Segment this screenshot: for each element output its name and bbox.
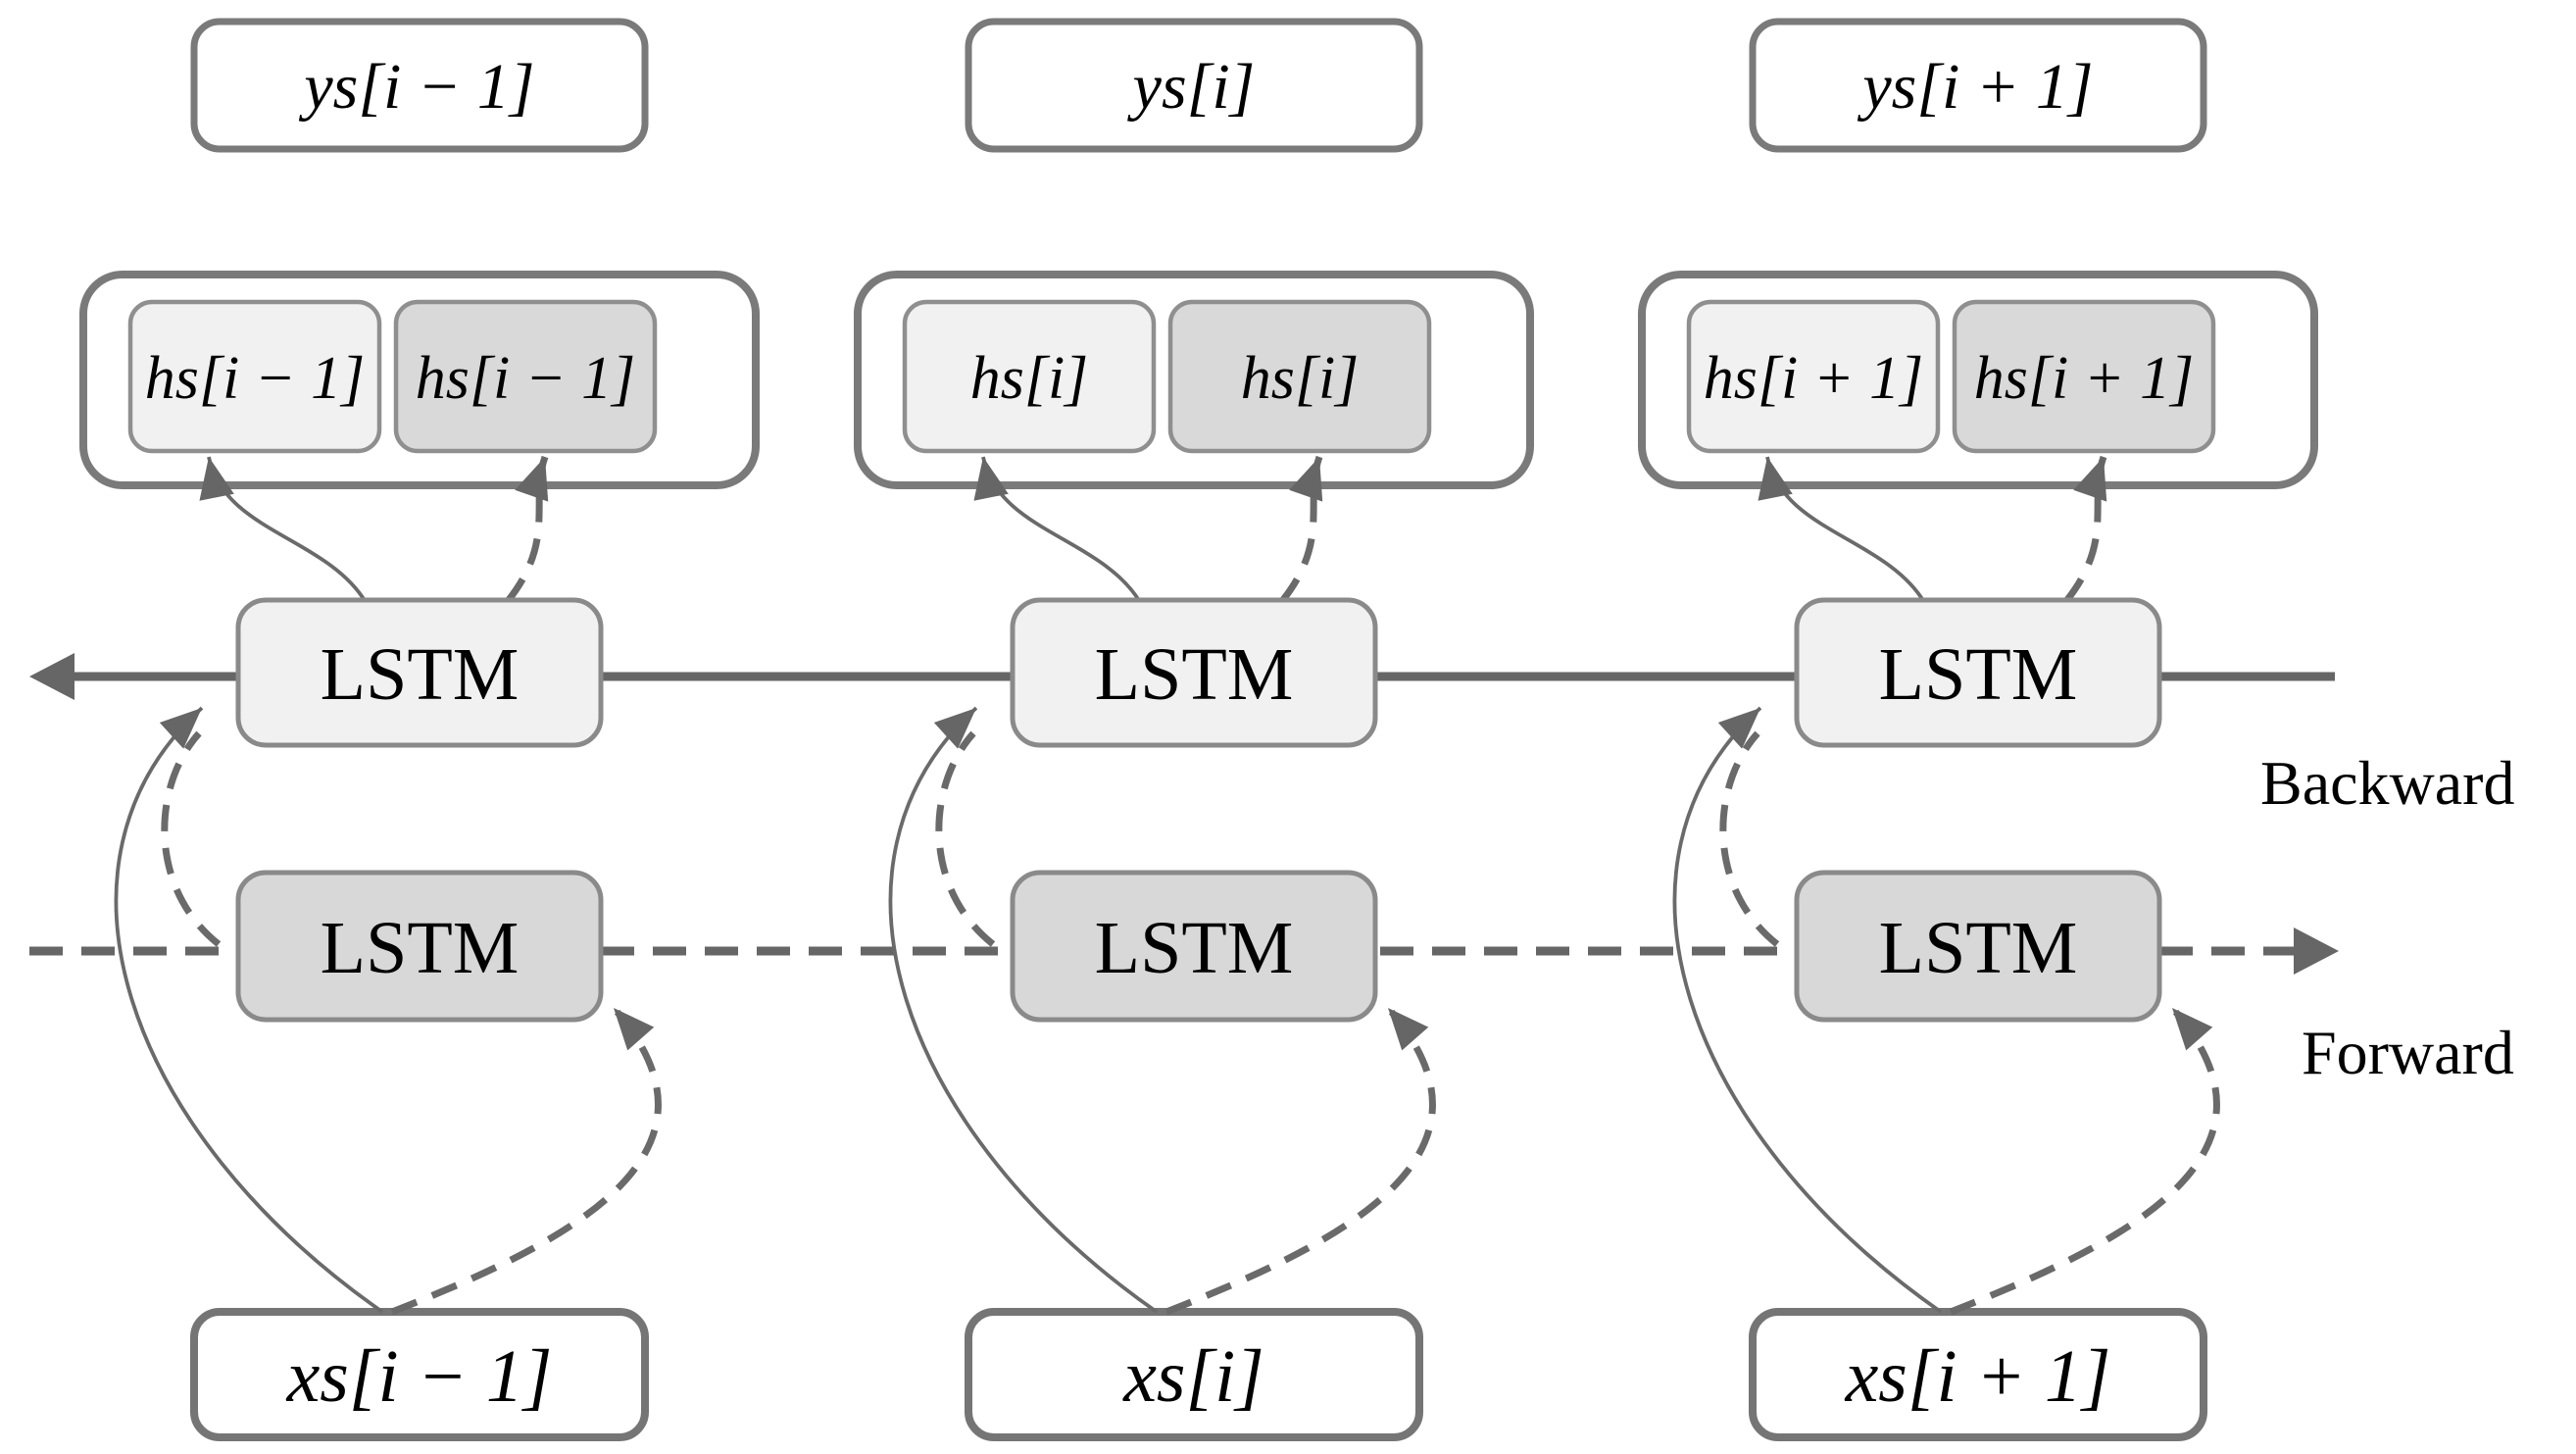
xs-box-col1 xyxy=(965,1308,1423,1441)
forward-direction-label: Forward xyxy=(2302,1018,2514,1087)
arrow-forward-lstm-to-hs-col0 xyxy=(505,455,549,604)
xs-label-col1: xs[i] xyxy=(1122,1335,1264,1418)
hs-forward-label-col2: hs[i + 1] xyxy=(1974,345,2194,412)
hs-row: hs[i − 1] hs[i − 1] hs[i] hs[i] hs[i + 1… xyxy=(79,271,2318,489)
ys-label-col2: ys[i + 1] xyxy=(1857,51,2093,123)
forward-lstm-box-col1 xyxy=(1010,870,1378,1023)
arrow-forward-line-to-backward-lstm-col1 xyxy=(935,730,996,947)
ys-row: ys[i − 1] ys[i] ys[i + 1] xyxy=(190,18,2207,153)
backward-lstm-box-col2 xyxy=(1794,597,2162,748)
hs-backward-box-col2 xyxy=(1686,299,1941,454)
ys-box-col2 xyxy=(1749,18,2207,153)
arrow-forward-lstm-to-hs-col1 xyxy=(1279,455,1323,604)
arrow-backward-lstm-to-hs-col1 xyxy=(973,456,1142,603)
xs-label-col0: xs[i − 1] xyxy=(286,1335,553,1418)
xs-label-col2: xs[i + 1] xyxy=(1845,1335,2111,1418)
arrow-xs-to-backward-lstm-col0 xyxy=(114,706,384,1314)
forward-lstm-box-col0 xyxy=(235,870,604,1023)
connections-col2 xyxy=(1672,455,2220,1316)
connections-col0 xyxy=(114,455,662,1316)
hs-backward-box-col0 xyxy=(127,299,382,454)
arrow-xs-to-forward-lstm-col1 xyxy=(1164,1005,1436,1316)
connections-col1 xyxy=(888,455,1436,1316)
forward-lstm-box-col2 xyxy=(1794,870,2162,1023)
hs-backward-label-col2: hs[i + 1] xyxy=(1704,345,1923,412)
direction-labels: Backward Forward xyxy=(2260,748,2514,1087)
backward-lstm-box-col0 xyxy=(235,597,604,748)
xs-box-col0 xyxy=(190,1308,649,1441)
arrow-forward-line-to-backward-lstm-col2 xyxy=(1719,730,1780,947)
arrow-forward-line-to-backward-lstm-col0 xyxy=(161,730,222,947)
xs-row: xs[i − 1] xs[i] xs[i + 1] xyxy=(190,1308,2207,1441)
forward-lstm-label-col0: LSTM xyxy=(321,907,520,989)
ys-label-col1: ys[i] xyxy=(1127,51,1256,123)
hs-forward-box-col1 xyxy=(1167,299,1432,454)
arrow-forward-lstm-to-hs-col2 xyxy=(2063,455,2107,604)
ys-box-col1 xyxy=(965,18,1423,153)
arrow-backward-lstm-to-hs-col0 xyxy=(199,456,368,603)
arrow-xs-to-backward-lstm-col1 xyxy=(888,706,1159,1314)
backward-lstm-label-col2: LSTM xyxy=(1879,633,2078,716)
backward-lstm-box-col1 xyxy=(1010,597,1378,748)
hs-backward-label-col1: hs[i] xyxy=(970,345,1089,412)
hs-forward-label-col0: hs[i − 1] xyxy=(416,345,635,412)
arrow-xs-to-forward-lstm-col0 xyxy=(390,1005,662,1316)
forward-flow-arrowhead-icon xyxy=(2294,928,2339,975)
arrow-xs-to-backward-lstm-col2 xyxy=(1672,706,1943,1314)
hs-forward-label-col1: hs[i] xyxy=(1241,345,1360,412)
arrow-xs-to-forward-lstm-col2 xyxy=(1949,1005,2220,1316)
forward-lstm-label-col2: LSTM xyxy=(1879,907,2078,989)
hs-backward-box-col1 xyxy=(902,299,1157,454)
lstm-cells: LSTM LSTM LSTM LSTM LSTM LSTM xyxy=(235,597,2162,1023)
backward-direction-label: Backward xyxy=(2260,748,2514,818)
hs-backward-label-col0: hs[i − 1] xyxy=(145,345,365,412)
hs-forward-box-col2 xyxy=(1952,299,2216,454)
xs-box-col2 xyxy=(1749,1308,2207,1441)
backward-lstm-label-col1: LSTM xyxy=(1095,633,1294,716)
ys-label-col0: ys[i − 1] xyxy=(298,51,534,123)
backward-lstm-label-col0: LSTM xyxy=(321,633,520,716)
backward-flow-arrowhead-icon xyxy=(29,653,74,700)
forward-lstm-label-col1: LSTM xyxy=(1095,907,1294,989)
ys-box-col0 xyxy=(190,18,649,153)
hs-forward-box-col0 xyxy=(393,299,658,454)
arrow-backward-lstm-to-hs-col2 xyxy=(1758,456,1926,603)
